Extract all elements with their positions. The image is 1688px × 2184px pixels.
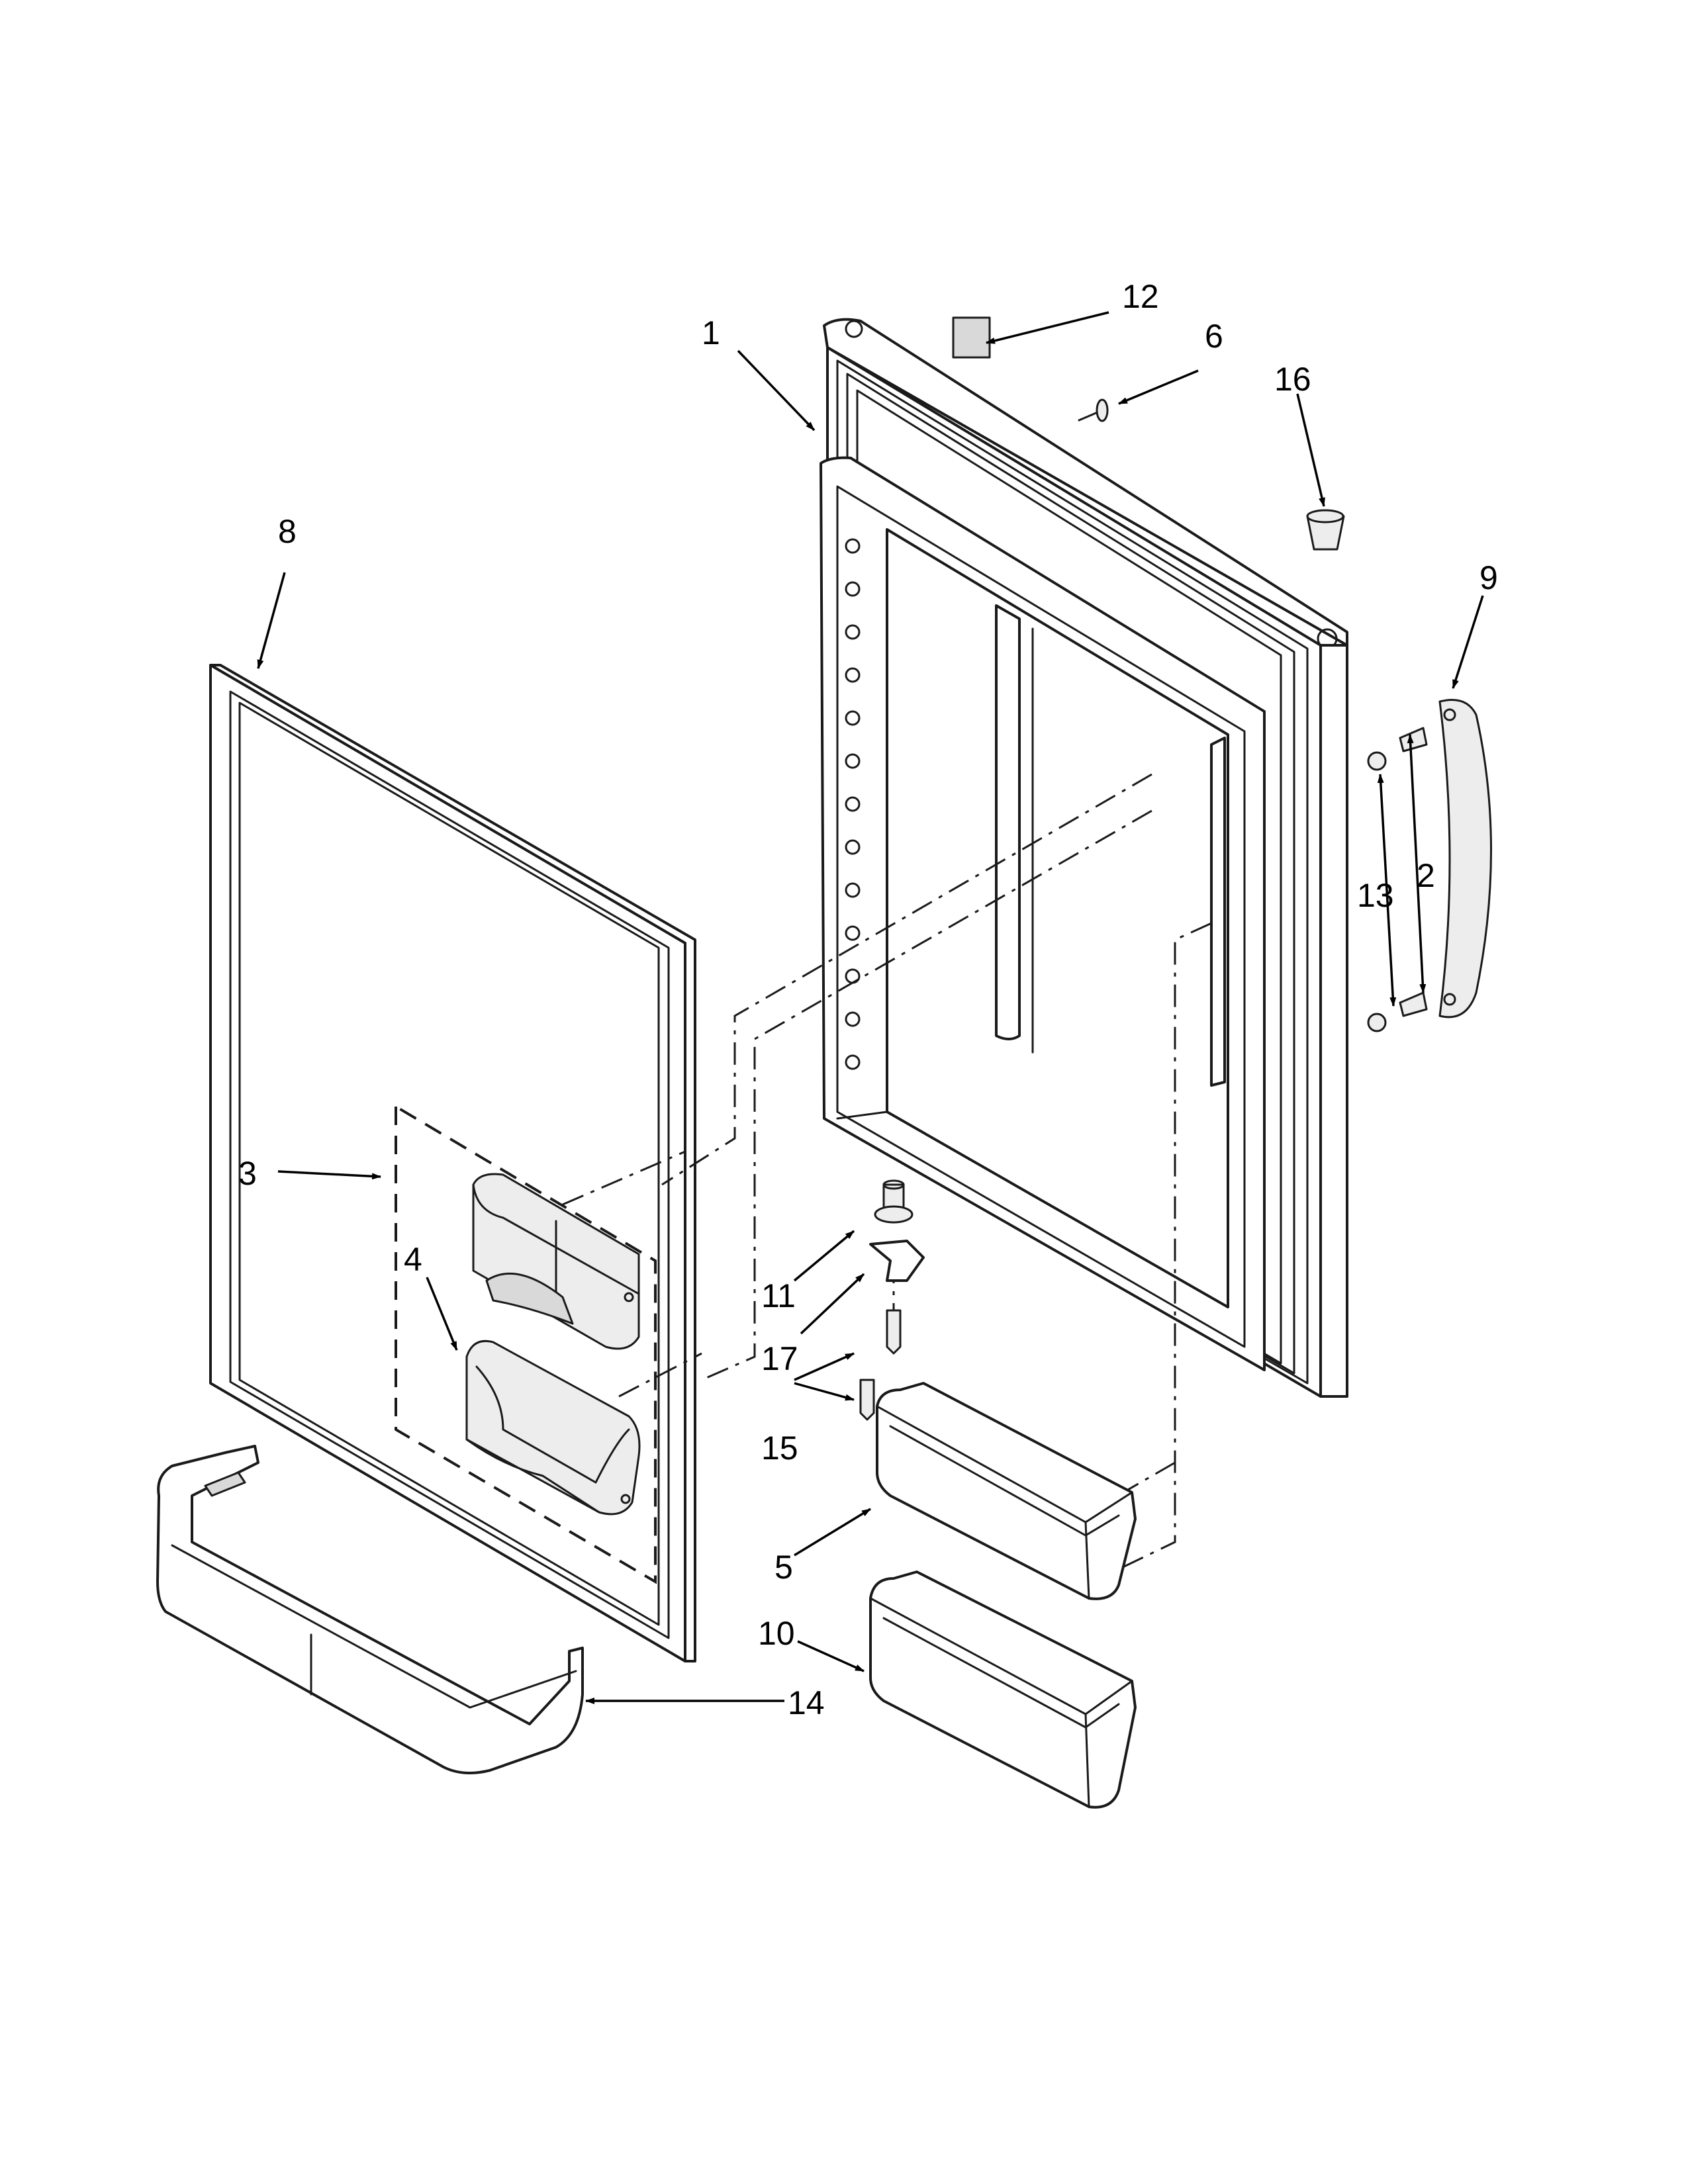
- label-10: 10: [758, 1615, 795, 1652]
- dispenser-module-lower: [465, 1340, 641, 1516]
- label-1: 1: [702, 314, 720, 351]
- door-liner: [820, 318, 1348, 1398]
- alignment-lines: [562, 773, 1212, 1586]
- callout-arrows: [257, 311, 1484, 1704]
- label-3: 3: [238, 1155, 257, 1192]
- screws-15: [859, 1309, 902, 1421]
- hinge-pin-11: [874, 1179, 914, 1224]
- bracket-17: [869, 1240, 925, 1282]
- door-bin-10: [869, 1570, 1137, 1809]
- label-13: 13: [1357, 877, 1394, 914]
- door-handle: [1438, 699, 1492, 1019]
- label-6: 6: [1205, 318, 1223, 355]
- dispenser-module-upper: [472, 1173, 640, 1350]
- module-group-outline: [395, 1104, 657, 1584]
- bushing-16: [1306, 509, 1345, 551]
- label-2: 2: [1417, 857, 1435, 894]
- label-17: 17: [761, 1340, 798, 1377]
- label-16: 16: [1274, 361, 1311, 398]
- label-5: 5: [774, 1549, 793, 1586]
- label-8: 8: [278, 513, 297, 550]
- label-12: 12: [1122, 278, 1159, 315]
- part-labels: 1 12 6 16 9 8 13 2 3 4 11 17 15 5 10 14: [238, 278, 1498, 1721]
- label-11: 11: [761, 1277, 796, 1314]
- label-4: 4: [404, 1241, 422, 1278]
- screw-6: [1078, 398, 1109, 422]
- nuts-13: [1367, 751, 1387, 1032]
- shelf-pegs: [845, 538, 861, 1070]
- label-14: 14: [788, 1684, 825, 1721]
- door-bin-5: [876, 1382, 1137, 1600]
- door-shelf-bar: [156, 1445, 584, 1774]
- label-9: 9: [1479, 559, 1498, 596]
- label-15: 15: [761, 1430, 798, 1467]
- rating-label: [952, 316, 991, 359]
